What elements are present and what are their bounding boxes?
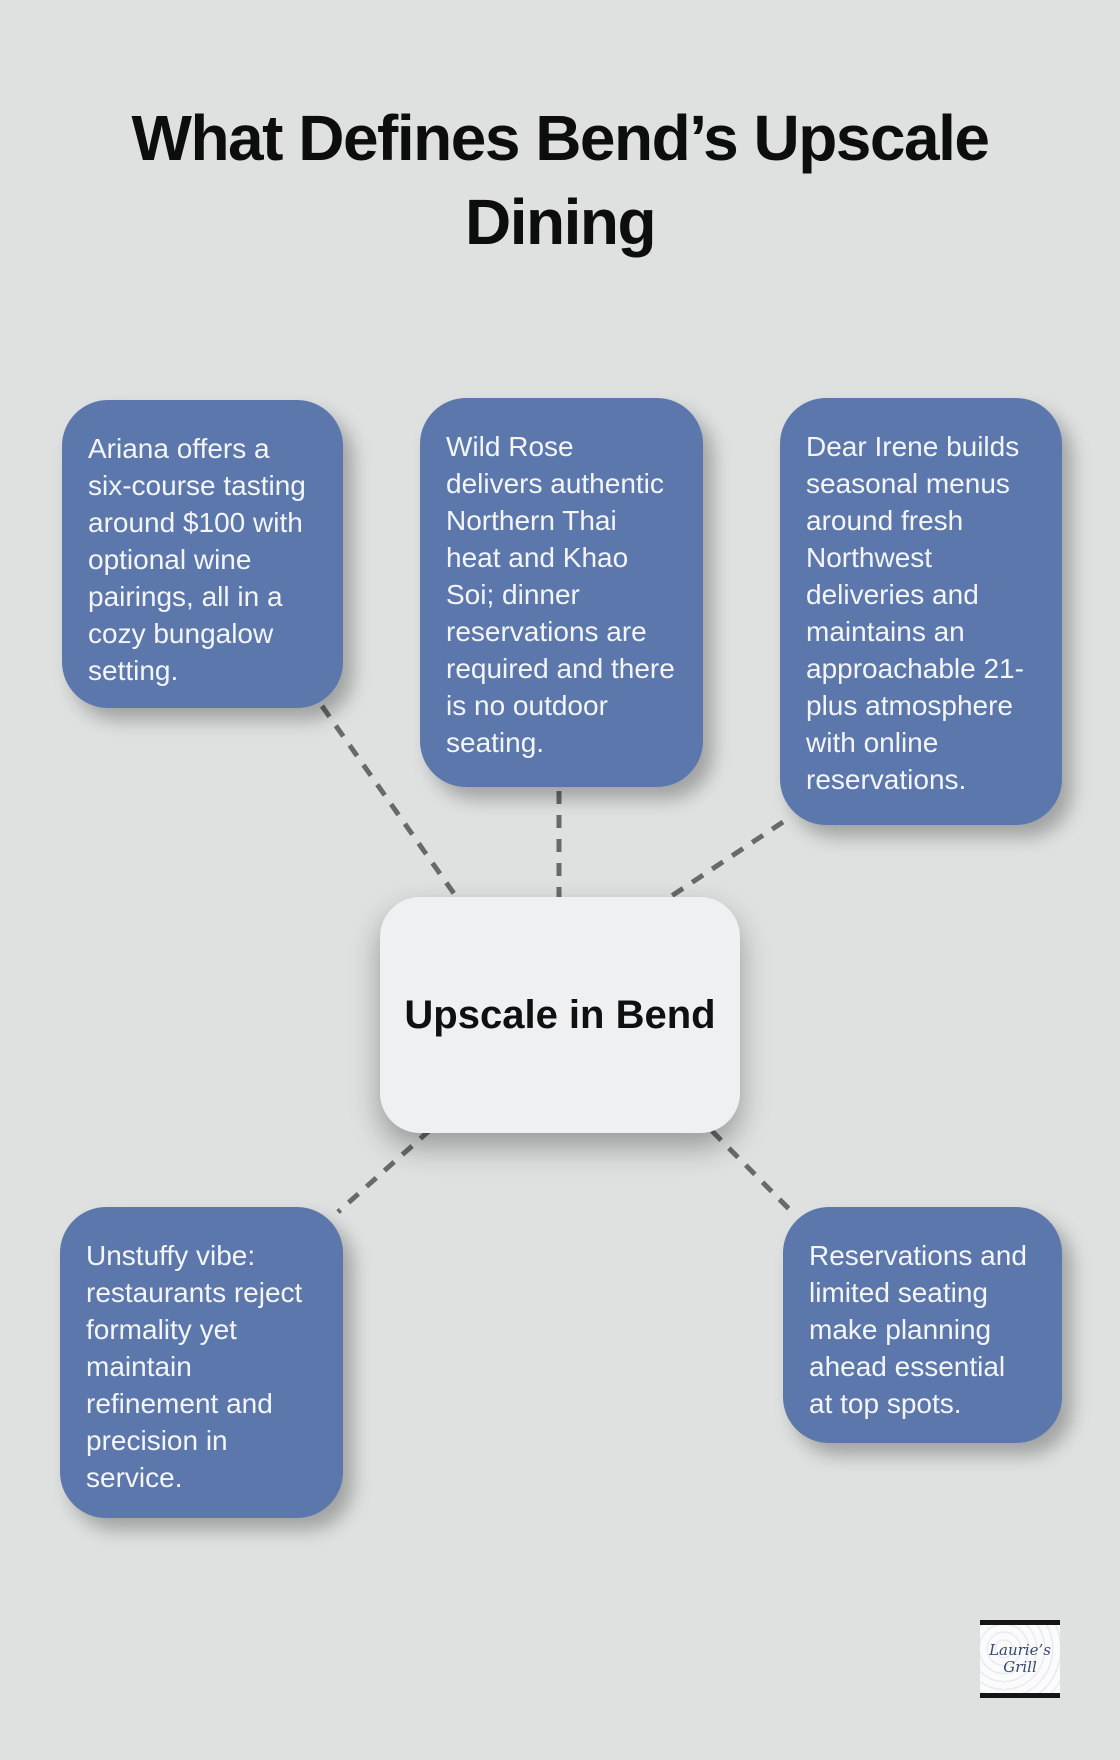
node-dear-irene: Dear Irene builds seasonal menus around … bbox=[780, 398, 1062, 825]
logo-line1: Laurie’s bbox=[989, 1641, 1051, 1659]
center-node: Upscale in Bend bbox=[380, 897, 740, 1133]
page-title-line1: What Defines Bend’s Upscale bbox=[131, 102, 990, 174]
connector-ariana-center bbox=[319, 704, 458, 897]
connector-center-reservations bbox=[710, 1129, 792, 1212]
page-title: What Defines Bend’s Upscale Dining bbox=[60, 96, 1060, 264]
node-ariana: Ariana offers a six-course tasting aroun… bbox=[62, 400, 343, 708]
node-wild-rose: Wild Rose delivers authentic Northern Th… bbox=[420, 398, 703, 787]
connector-dearirene-center bbox=[668, 819, 785, 900]
page-title-line2: Dining bbox=[464, 186, 657, 258]
logo-line2: Grill bbox=[1003, 1658, 1037, 1676]
center-node-label: Upscale in Bend bbox=[404, 992, 716, 1037]
connector-center-unstuffy bbox=[336, 1128, 432, 1214]
node-ariana-text: Ariana offers a six-course tasting aroun… bbox=[88, 433, 306, 686]
node-reservations-text: Reservations and limited seating make pl… bbox=[809, 1240, 1027, 1419]
node-wild-rose-text: Wild Rose delivers authentic Northern Th… bbox=[446, 431, 675, 758]
node-unstuffy-vibe-text: Unstuffy vibe: restaurants reject formal… bbox=[86, 1240, 303, 1493]
node-reservations: Reservations and limited seating make pl… bbox=[783, 1207, 1062, 1443]
node-dear-irene-text: Dear Irene builds seasonal menus around … bbox=[806, 431, 1024, 795]
lauries-grill-logo: Laurie’s Grill bbox=[980, 1620, 1060, 1698]
node-unstuffy-vibe: Unstuffy vibe: restaurants reject formal… bbox=[60, 1207, 343, 1518]
